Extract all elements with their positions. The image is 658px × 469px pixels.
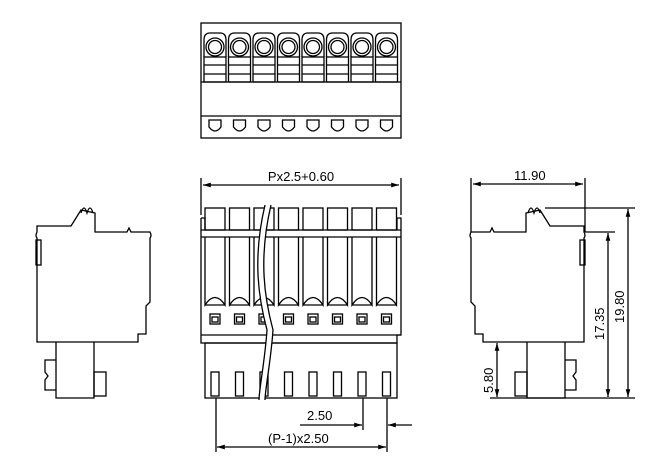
test-port	[233, 313, 246, 325]
front-wire-channel	[204, 237, 226, 308]
front-release-tab	[204, 207, 226, 231]
test-port-inner	[333, 316, 342, 323]
top-terminal-housing	[350, 32, 374, 57]
pin-slot	[283, 371, 294, 397]
release-slot	[276, 56, 301, 83]
release-slot	[252, 56, 276, 83]
test-port-inner	[284, 316, 293, 323]
top-pin-contact	[208, 119, 222, 132]
body-height-label: 17.35	[592, 307, 607, 340]
top-terminal-housing	[227, 32, 252, 57]
top-terminal-housing	[203, 32, 227, 57]
pin-slot	[234, 371, 245, 397]
wire-entry-hole-inner	[379, 39, 394, 55]
release-slot	[325, 56, 350, 83]
latch-bumps	[527, 207, 541, 216]
test-port-inner	[309, 316, 317, 323]
top-terminal-housing	[252, 32, 276, 57]
front-release-tab	[375, 207, 398, 231]
front-release-tab	[302, 207, 324, 231]
test-port	[307, 313, 319, 325]
top-pin-contact	[257, 119, 271, 132]
left-side-view	[35, 207, 152, 399]
wire-entry-hole-inner	[281, 39, 296, 55]
front-wire-channel	[351, 237, 373, 308]
top-terminal-housing	[301, 32, 325, 57]
release-slot	[227, 56, 252, 83]
pin-span-label: (P-1)x2.50	[268, 431, 329, 446]
top-terminal-housing	[325, 32, 350, 57]
release-slot	[203, 56, 227, 83]
front-release-tab	[277, 207, 300, 231]
wire-entry-hole	[352, 37, 372, 57]
wire-entry-hole-inner	[232, 39, 247, 55]
top-terminal-housing	[374, 32, 399, 57]
release-slot	[350, 56, 374, 83]
test-port	[380, 313, 393, 325]
overall-width-label: Px2.5+0.60	[268, 169, 334, 184]
wire-entry-hole-inner	[330, 39, 345, 55]
wire-entry-hole-inner	[354, 39, 370, 55]
total-height-label: 19.80	[612, 290, 627, 323]
test-port	[331, 313, 344, 325]
top-view	[200, 22, 402, 139]
wire-entry-hole-inner	[305, 39, 321, 55]
pin-slot	[210, 371, 220, 397]
front-wire-channel	[228, 237, 251, 308]
front-view: Px2.5+0.60 2.50 (P-1)x2.50	[200, 169, 412, 452]
right-side-view: 11.90 17.35 19.80 5.80	[469, 168, 635, 399]
top-pin-contact	[355, 119, 369, 132]
top-terminal-housing	[276, 32, 301, 57]
wire-entry-hole-inner	[207, 39, 223, 55]
wire-entry-hole	[254, 37, 274, 57]
test-port-inner	[382, 316, 391, 323]
break-line	[257, 204, 268, 401]
pitch-label: 2.50	[307, 408, 332, 423]
test-port	[209, 313, 221, 325]
wire-entry-hole-inner	[256, 39, 272, 55]
pin-slot	[381, 371, 392, 397]
front-lower-body	[204, 342, 398, 399]
test-port	[356, 313, 368, 325]
wire-entry-hole	[229, 37, 250, 57]
pin-slot	[332, 371, 343, 397]
test-port	[282, 313, 295, 325]
test-port-inner	[211, 316, 219, 323]
pin-height-label: 5.80	[481, 368, 496, 393]
top-pin-contact	[379, 119, 394, 132]
front-wire-channel	[326, 237, 349, 308]
test-port-inner	[235, 316, 244, 323]
side-body-outline	[469, 209, 586, 343]
pin-slot	[357, 371, 367, 397]
front-release-tab	[326, 207, 349, 231]
top-pin-contact	[306, 119, 320, 132]
wire-entry-hole	[327, 37, 348, 57]
front-wire-channel	[277, 237, 300, 308]
pin-slot	[308, 371, 318, 397]
depth-label: 11.90	[514, 168, 546, 183]
wire-entry-hole	[278, 37, 299, 57]
top-body-outline	[200, 22, 402, 139]
release-slot	[301, 56, 325, 83]
front-release-tab	[351, 207, 373, 231]
test-port-inner	[358, 316, 366, 323]
front-wire-channel	[302, 237, 324, 308]
wire-entry-hole	[205, 37, 225, 57]
top-pin-contact	[232, 119, 247, 132]
wire-entry-hole	[376, 37, 397, 57]
release-slot	[374, 56, 399, 83]
top-pin-contact	[330, 119, 345, 132]
wire-entry-hole	[303, 37, 323, 57]
front-release-tab	[228, 207, 251, 231]
top-pin-contact	[281, 119, 296, 132]
front-wire-channel	[375, 237, 398, 308]
side-pin-outline	[526, 342, 577, 399]
